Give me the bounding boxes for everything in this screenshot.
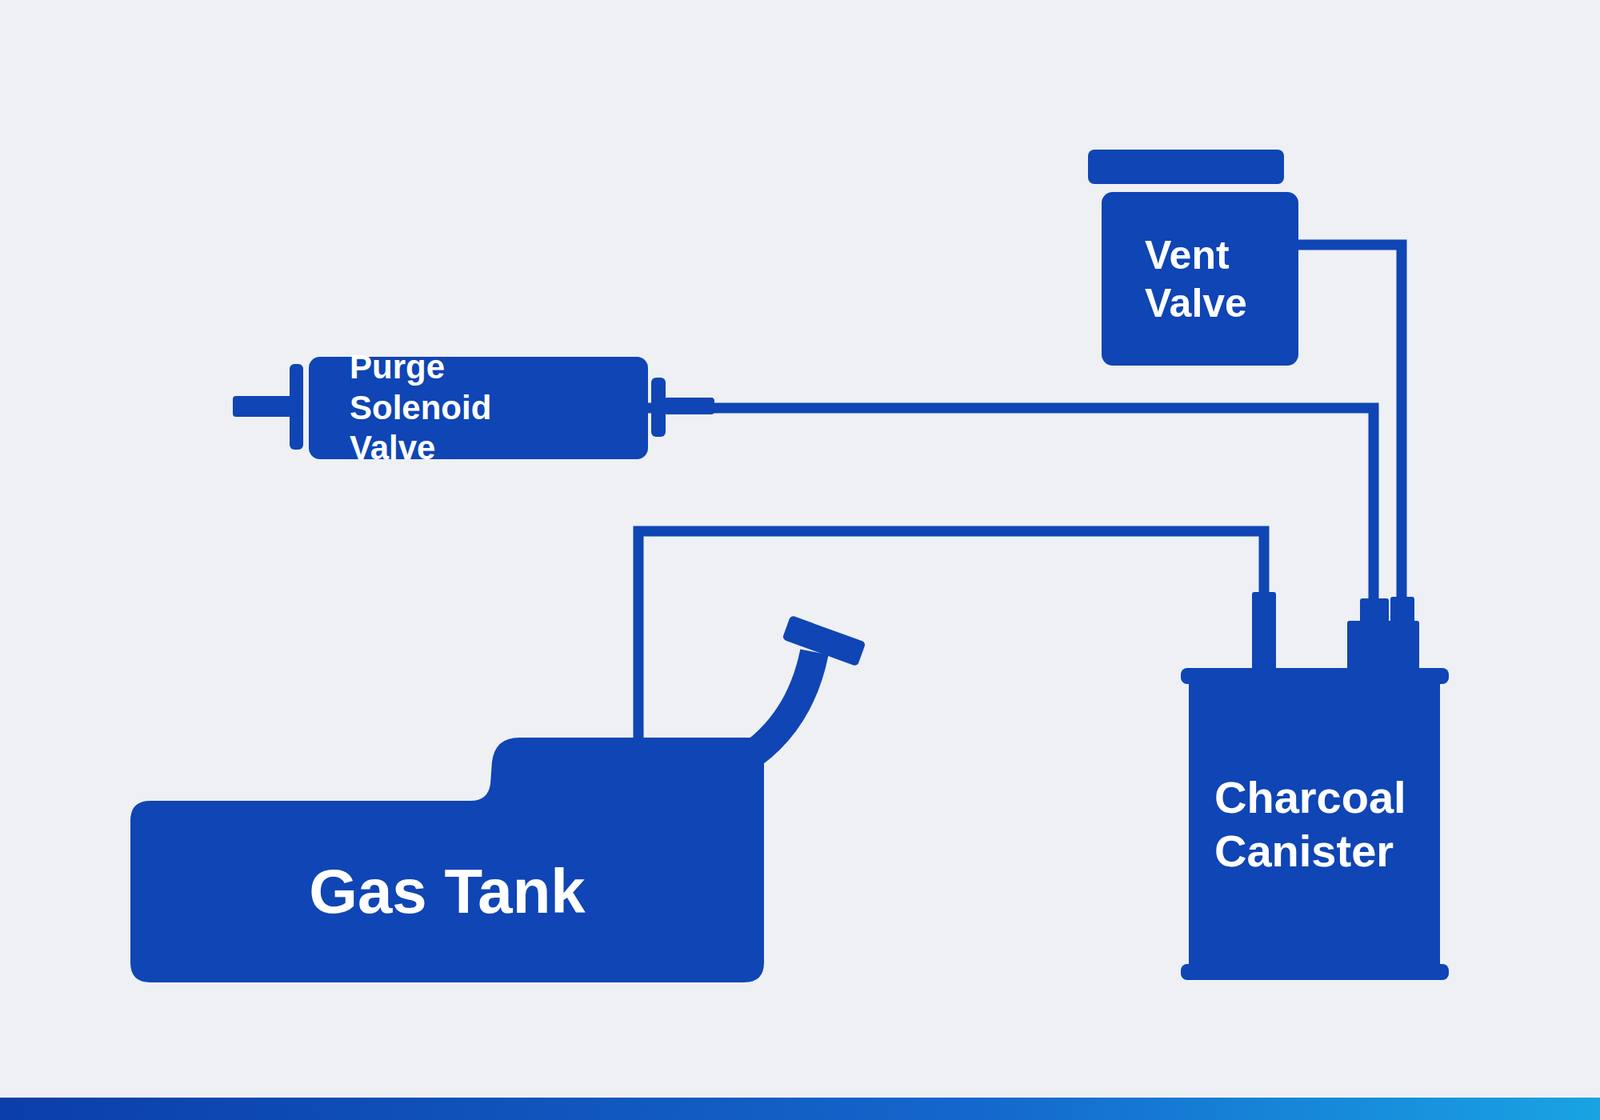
purge-valve-box: Purge Solenoid Valve [308, 356, 648, 460]
node-label: Charcoal Canister [1214, 770, 1407, 878]
node-label: Vent Valve [1144, 231, 1248, 328]
text-holder: Vent Valve [1144, 231, 1248, 328]
text-holder: Gas Tank [130, 800, 764, 983]
node-label: Purge Solenoid Valve [349, 347, 492, 468]
vent-valve-box: Vent Valve [1101, 192, 1299, 366]
tank-shape [130, 737, 764, 983]
text-stack: Vent Valve [1144, 231, 1248, 328]
purge-pipe-left [232, 396, 293, 417]
text-stack: Purge Solenoid Valve [349, 347, 492, 468]
hose-line [1298, 244, 1402, 668]
vent-cap [1088, 149, 1284, 184]
gas-tank: Gas Tank [130, 737, 764, 983]
charcoal-canister: Charcoal Canister [1180, 668, 1449, 980]
text-stack: Gas Tank [308, 854, 585, 930]
canister-body [1188, 682, 1440, 966]
canister-rim [1180, 668, 1449, 684]
bottom-bar [0, 1097, 1600, 1120]
node-label: Gas Tank [308, 854, 585, 930]
hose-line [638, 531, 1264, 738]
canister-rim [1180, 964, 1449, 980]
purge-flange-left [289, 364, 304, 450]
text-holder: Charcoal Canister [1214, 684, 1438, 964]
filler-cap [782, 615, 867, 667]
text-holder: Purge Solenoid Valve [349, 347, 492, 468]
text-stack: Charcoal Canister [1214, 770, 1407, 878]
